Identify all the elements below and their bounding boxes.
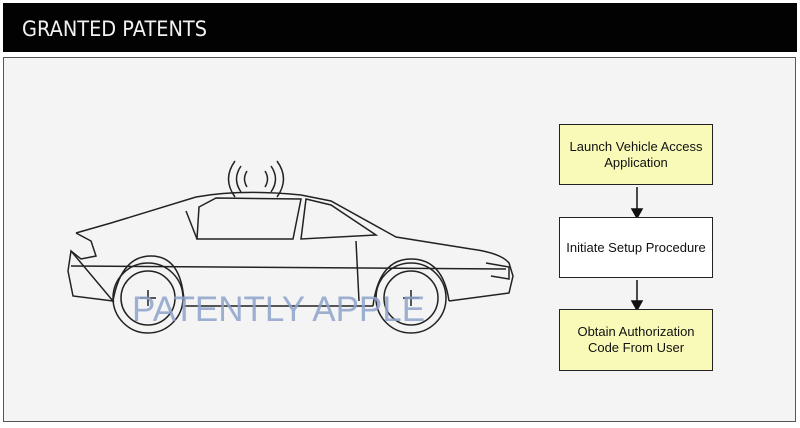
car-body	[67, 191, 514, 307]
front-wheel	[112, 262, 184, 334]
step-initiate-setup: Initiate Setup Procedure	[559, 217, 713, 278]
wireless-signal-icon	[227, 160, 285, 198]
header-bar: GRANTED PATENTS	[3, 3, 797, 52]
patent-figure-panel: PATENTLY APPLE Launch Vehicle Access App…	[3, 57, 796, 422]
flow-arrows	[630, 187, 644, 312]
rear-wheel	[375, 262, 447, 334]
step-obtain-code: Obtain Authorization Code From User	[559, 309, 713, 371]
header-title: GRANTED PATENTS	[22, 17, 207, 41]
step-launch-app: Launch Vehicle Access Application	[559, 124, 713, 185]
car-illustration	[67, 160, 644, 334]
watermark: PATENTLY APPLE	[132, 290, 426, 329]
